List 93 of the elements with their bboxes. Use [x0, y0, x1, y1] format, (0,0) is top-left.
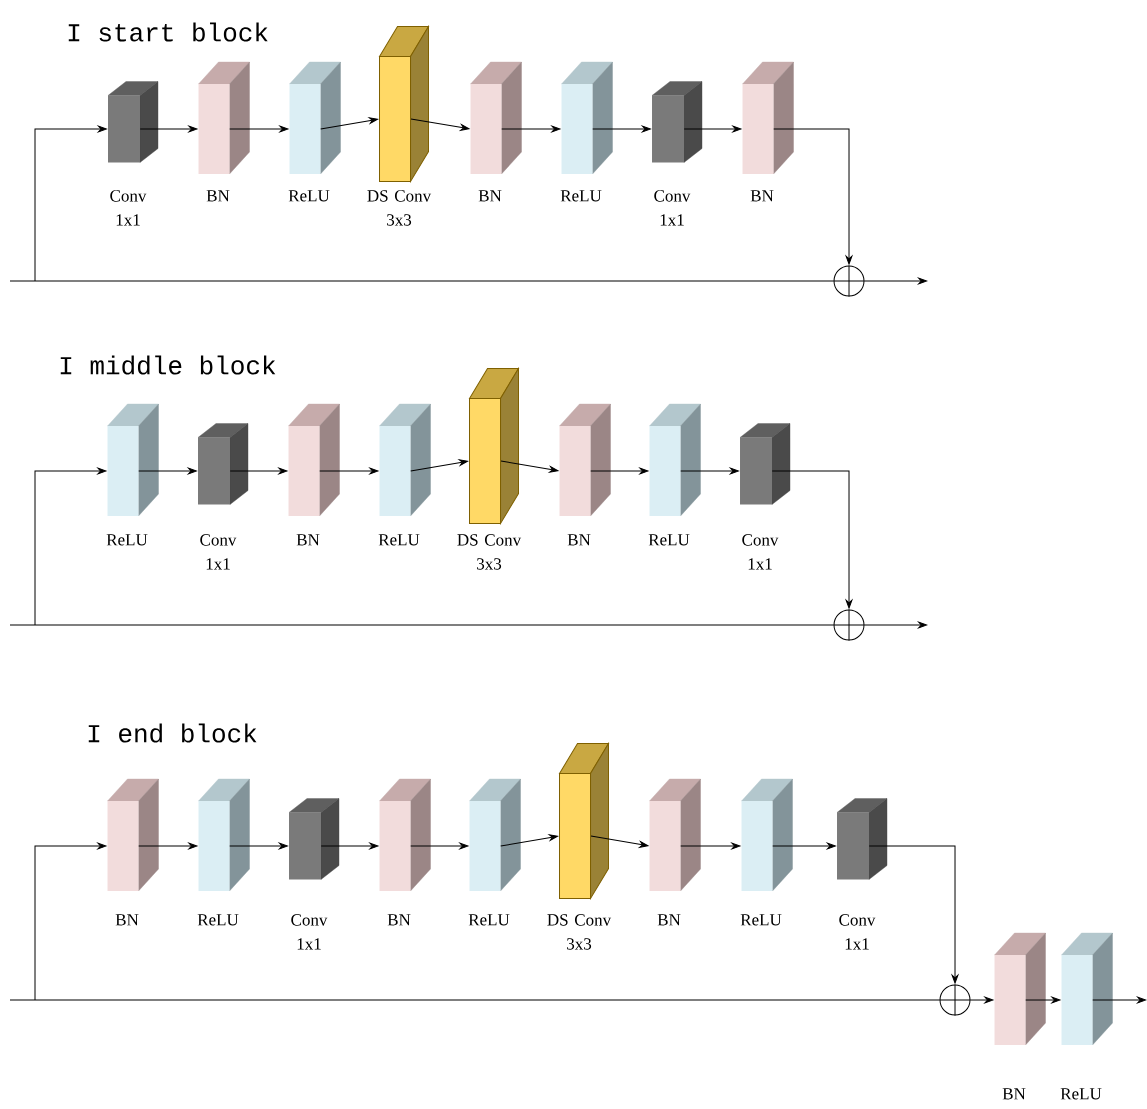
sum-circle — [833, 609, 865, 641]
block-title: I start block — [68, 22, 268, 42]
node-label: DS Conv 3x3 — [547, 914, 612, 950]
arrow — [868, 845, 959, 984]
arrow — [864, 277, 928, 285]
layer-cuboid: ReLU — [288, 61, 341, 202]
arrow — [590, 835, 649, 848]
layer-cuboid: BN — [198, 61, 250, 202]
layer-cuboid: DS Conv 3x3 — [367, 26, 432, 226]
node-label: DS Conv 3x3 — [367, 190, 432, 226]
arrow — [500, 834, 559, 847]
node-label: ReLU — [378, 534, 420, 546]
layer-cuboid: ReLU — [468, 778, 521, 926]
layer-cuboid: DS Conv 3x3 — [547, 743, 612, 950]
arrow — [229, 467, 288, 475]
node-label: BN — [750, 190, 774, 202]
layer-cuboid: BN — [649, 778, 701, 926]
arrow — [590, 467, 649, 475]
arrow — [773, 128, 853, 265]
layer-cuboid: DS Conv 3x3 — [457, 368, 522, 570]
node-label: ReLU — [740, 914, 782, 926]
node-label: ReLU — [560, 190, 602, 202]
layer-cuboid: ReLU — [197, 778, 250, 926]
arrow — [410, 842, 469, 850]
layer-cuboid: Conv 1x1 — [651, 81, 703, 226]
layer-cuboid: Conv 1x1 — [739, 423, 791, 570]
layer-cuboid: ReLU — [378, 403, 431, 546]
layer-cuboid: BN — [379, 778, 431, 926]
node-label: ReLU — [288, 190, 330, 202]
arrow — [319, 467, 379, 475]
arrow — [229, 125, 289, 133]
block-title: I end block — [88, 723, 257, 743]
node-label: BN — [387, 914, 411, 926]
sum-circle — [833, 265, 865, 297]
arrow — [771, 470, 853, 609]
arrow — [320, 842, 379, 850]
arrow — [683, 125, 742, 133]
node-label: BN — [115, 914, 139, 926]
layer-cuboid: Conv 1x1 — [288, 798, 340, 950]
arrow — [1092, 996, 1147, 1004]
arrow — [138, 467, 197, 475]
arrow — [139, 125, 198, 133]
arrow — [680, 842, 741, 850]
layer-cuboid: ReLU — [648, 403, 701, 546]
arrow — [500, 460, 559, 473]
node-label: BN — [1002, 1088, 1026, 1100]
layer-cuboid: Conv 1x1 — [197, 423, 249, 570]
arrow — [1025, 996, 1061, 1004]
node-label: Conv 1x1 — [654, 190, 691, 226]
layer-cuboid: Conv 1x1 — [836, 798, 888, 950]
arrow — [34, 467, 107, 626]
layer-cuboid: Conv 1x1 — [107, 81, 159, 226]
node-label: ReLU — [1060, 1088, 1102, 1100]
arrow — [34, 125, 107, 282]
node-label: ReLU — [468, 914, 510, 926]
layer-cuboid: BN — [559, 403, 611, 546]
layer-cuboid: BN — [994, 932, 1046, 1100]
layer-cuboid: BN — [470, 61, 522, 202]
node-label: BN — [206, 190, 230, 202]
layer-cuboid: BN — [288, 403, 340, 546]
arrow — [320, 117, 379, 130]
layer-cuboid: ReLU — [106, 403, 159, 546]
arrow — [772, 842, 836, 850]
layer-cuboid: ReLU — [740, 778, 793, 926]
node-label: ReLU — [197, 914, 239, 926]
arrow — [229, 842, 288, 850]
arrow — [501, 125, 561, 133]
node-label: Conv 1x1 — [291, 914, 328, 950]
node-label: DS Conv 3x3 — [457, 534, 522, 570]
arrow — [592, 125, 651, 133]
block-title: I middle block — [60, 355, 276, 375]
node-label: BN — [478, 190, 502, 202]
arrow — [864, 621, 928, 629]
layer-cuboid: ReLU — [1060, 932, 1113, 1100]
arrow — [680, 467, 739, 475]
arrow — [410, 118, 470, 131]
arrow — [410, 459, 469, 472]
arrow — [34, 842, 107, 1001]
layer-cuboid: BN — [742, 61, 794, 202]
arrow — [138, 842, 198, 850]
node-label: BN — [296, 534, 320, 546]
layer-cuboid: ReLU — [560, 61, 613, 202]
node-label: Conv 1x1 — [110, 190, 147, 226]
node-label: ReLU — [106, 534, 148, 546]
node-label: BN — [657, 914, 681, 926]
sum-circle — [939, 984, 971, 1016]
node-label: Conv 1x1 — [839, 914, 876, 950]
node-label: Conv 1x1 — [200, 534, 237, 570]
node-label: Conv 1x1 — [742, 534, 779, 570]
layer-cuboid: BN — [107, 778, 159, 926]
arrow — [970, 996, 994, 1004]
node-label: ReLU — [648, 534, 690, 546]
node-label: BN — [567, 534, 591, 546]
